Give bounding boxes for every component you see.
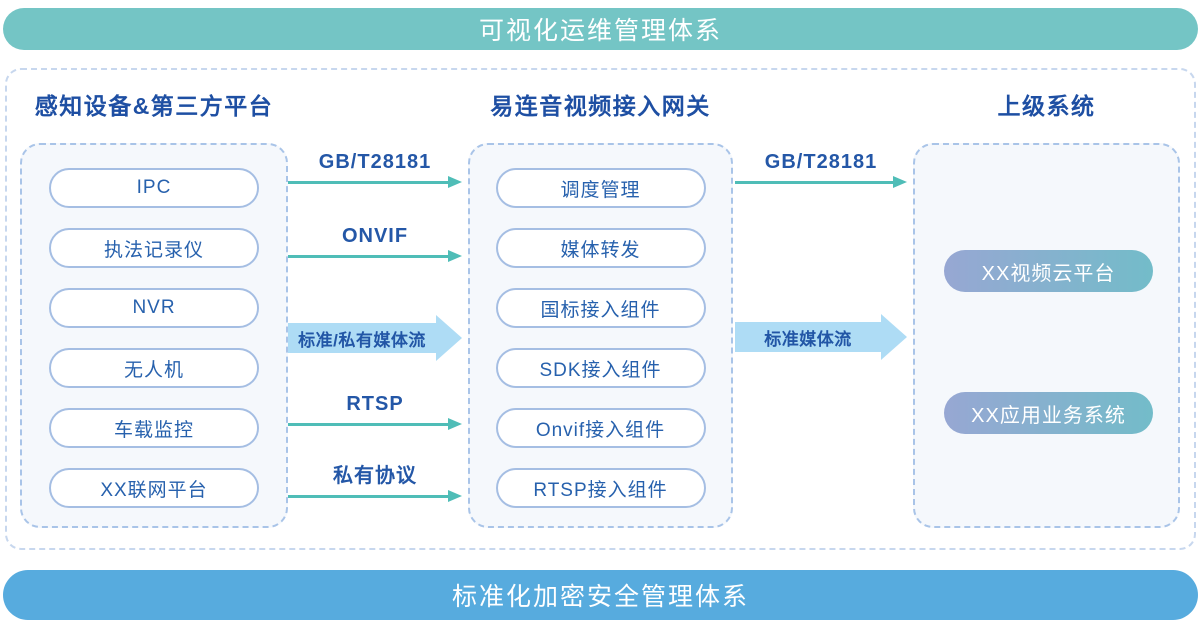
- upper-system-business-app: XX应用业务系统: [944, 392, 1153, 434]
- device-item-vehicle-monitor: 车载监控: [49, 408, 259, 448]
- top-banner: 可视化运维管理体系: [3, 8, 1198, 50]
- protocol-arrow-label: GB/T28181: [764, 151, 878, 173]
- upper-systems-group-box: XX视频云平台 XX应用业务系统: [913, 143, 1180, 528]
- arrow-line: [288, 250, 462, 262]
- upper-system-video-cloud: XX视频云平台: [944, 250, 1153, 292]
- gateway-modules-list: 调度管理 媒体转发 国标接入组件 SDK接入组件 Onvif接入组件 RTSP接…: [470, 145, 731, 508]
- gateway-module-onvif-access: Onvif接入组件: [495, 408, 706, 448]
- column-title-gateway: 易连音视频接入网关: [490, 93, 711, 119]
- protocol-arrow-label: GB/T28181: [318, 151, 432, 173]
- protocol-arrow-label: 私有协议: [333, 465, 417, 487]
- arrow-line: [288, 490, 462, 502]
- device-item-nvr: NVR: [49, 288, 259, 328]
- arrow-head-icon: [881, 314, 907, 360]
- arrow-head-icon: [448, 490, 462, 502]
- arrow-head-icon: [436, 315, 462, 361]
- arrow-head-icon: [893, 176, 907, 188]
- protocol-arrow-rtsp: RTSP: [288, 392, 462, 430]
- column-title-upper-systems: 上级系统: [997, 93, 1096, 119]
- device-item-ipc: IPC: [49, 168, 259, 208]
- bottom-banner-label: 标准化加密安全管理体系: [451, 583, 749, 611]
- arrow-head-icon: [448, 250, 462, 262]
- device-item-drone: 无人机: [49, 348, 259, 388]
- gateway-group-box: 调度管理 媒体转发 国标接入组件 SDK接入组件 Onvif接入组件 RTSP接…: [468, 143, 733, 528]
- arrow-line: [288, 176, 462, 188]
- gateway-module-sdk-access: SDK接入组件: [495, 348, 706, 388]
- arrow-head-icon: [448, 418, 462, 430]
- device-item-body-camera: 执法记录仪: [49, 228, 259, 268]
- arrow-line: [288, 418, 462, 430]
- arrow-head-icon: [448, 176, 462, 188]
- protocol-arrow-gbt28181-left: GB/T28181: [288, 150, 462, 188]
- devices-group-box: IPC 执法记录仪 NVR 无人机 车载监控 XX联网平台: [20, 143, 288, 528]
- gateway-module-media-forward: 媒体转发: [495, 228, 706, 268]
- arrow-line: [735, 176, 907, 188]
- protocol-arrow-onvif: ONVIF: [288, 224, 462, 262]
- media-stream-arrow-label: 标准/私有媒体流: [288, 323, 436, 353]
- gateway-module-rtsp-access: RTSP接入组件: [495, 468, 706, 508]
- protocol-arrow-label: ONVIF: [341, 225, 409, 247]
- bottom-banner: 标准化加密安全管理体系: [3, 570, 1198, 620]
- column-title-devices: 感知设备&第三方平台: [34, 93, 274, 119]
- device-item-network-platform: XX联网平台: [49, 468, 259, 508]
- gateway-module-dispatch: 调度管理: [495, 168, 706, 208]
- protocol-arrow-gbt28181-right: GB/T28181: [735, 150, 907, 188]
- protocol-arrow-private: 私有协议: [288, 464, 462, 502]
- top-banner-label: 可视化运维管理体系: [478, 17, 722, 45]
- gateway-module-gb-access: 国标接入组件: [495, 288, 706, 328]
- devices-list: IPC 执法记录仪 NVR 无人机 车载监控 XX联网平台: [22, 145, 286, 508]
- protocol-arrow-label: RTSP: [346, 393, 404, 415]
- media-stream-arrow-label: 标准媒体流: [735, 322, 881, 352]
